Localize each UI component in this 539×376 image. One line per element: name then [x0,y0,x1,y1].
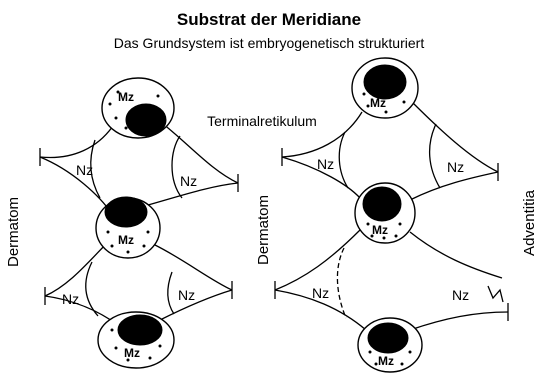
strand [167,271,175,315]
mz-label: Mz [370,96,386,110]
strand-dashed [336,247,347,319]
left-network: Nz Nz Nz Nz Mz Mz Mz [39,77,239,369]
strand [171,135,183,199]
strand [409,311,509,331]
mz-label: Mz [378,354,394,368]
nz-label: Nz [447,159,464,175]
cell: Mz [351,57,419,119]
label-terminalretikulum: Terminalretikulum [207,113,317,129]
strand-zigzag [487,285,504,303]
mz-label: Mz [118,233,134,247]
cell: Mz [97,311,175,369]
strand [90,139,101,199]
nz-label: Nz [62,291,79,307]
label-dermatom-right: Dermatom [255,195,272,265]
strand [281,156,361,199]
right-network: Nz Nz Nz Nz Mz Mz Mz [274,57,509,373]
mz-label: Mz [372,223,388,237]
strand [154,244,233,291]
strand [428,123,441,189]
cell: Mz [101,77,175,139]
strand [159,289,233,321]
nz-label: Nz [76,162,93,178]
nz-label: Nz [452,287,469,303]
nz-label: Nz [178,287,195,303]
strand [338,131,349,189]
strand [409,99,499,173]
strand [409,231,503,279]
strand [274,229,361,291]
strand [157,119,239,184]
cell: Mz [354,182,416,244]
nz-label: Nz [317,156,334,172]
cell: Mz [95,196,161,259]
strand [281,111,363,158]
nz-label: Nz [180,173,197,189]
nz-label: Nz [312,285,329,301]
strand [274,289,367,331]
strand [409,171,499,201]
mz-label: Mz [124,346,140,360]
strand [39,117,119,159]
strand [44,295,119,326]
label-dermatom-left: Dermatom [5,197,22,267]
mz-label: Mz [118,90,134,104]
strand [85,261,99,317]
strand [44,239,111,297]
cell: Mz [357,317,423,373]
label-adventitia: Adventitia [521,189,538,256]
diagram-title: Substrat der Meridiane [177,10,361,29]
strand [147,182,239,206]
diagram-subtitle: Das Grundsystem ist embryogenetisch stru… [114,35,425,51]
